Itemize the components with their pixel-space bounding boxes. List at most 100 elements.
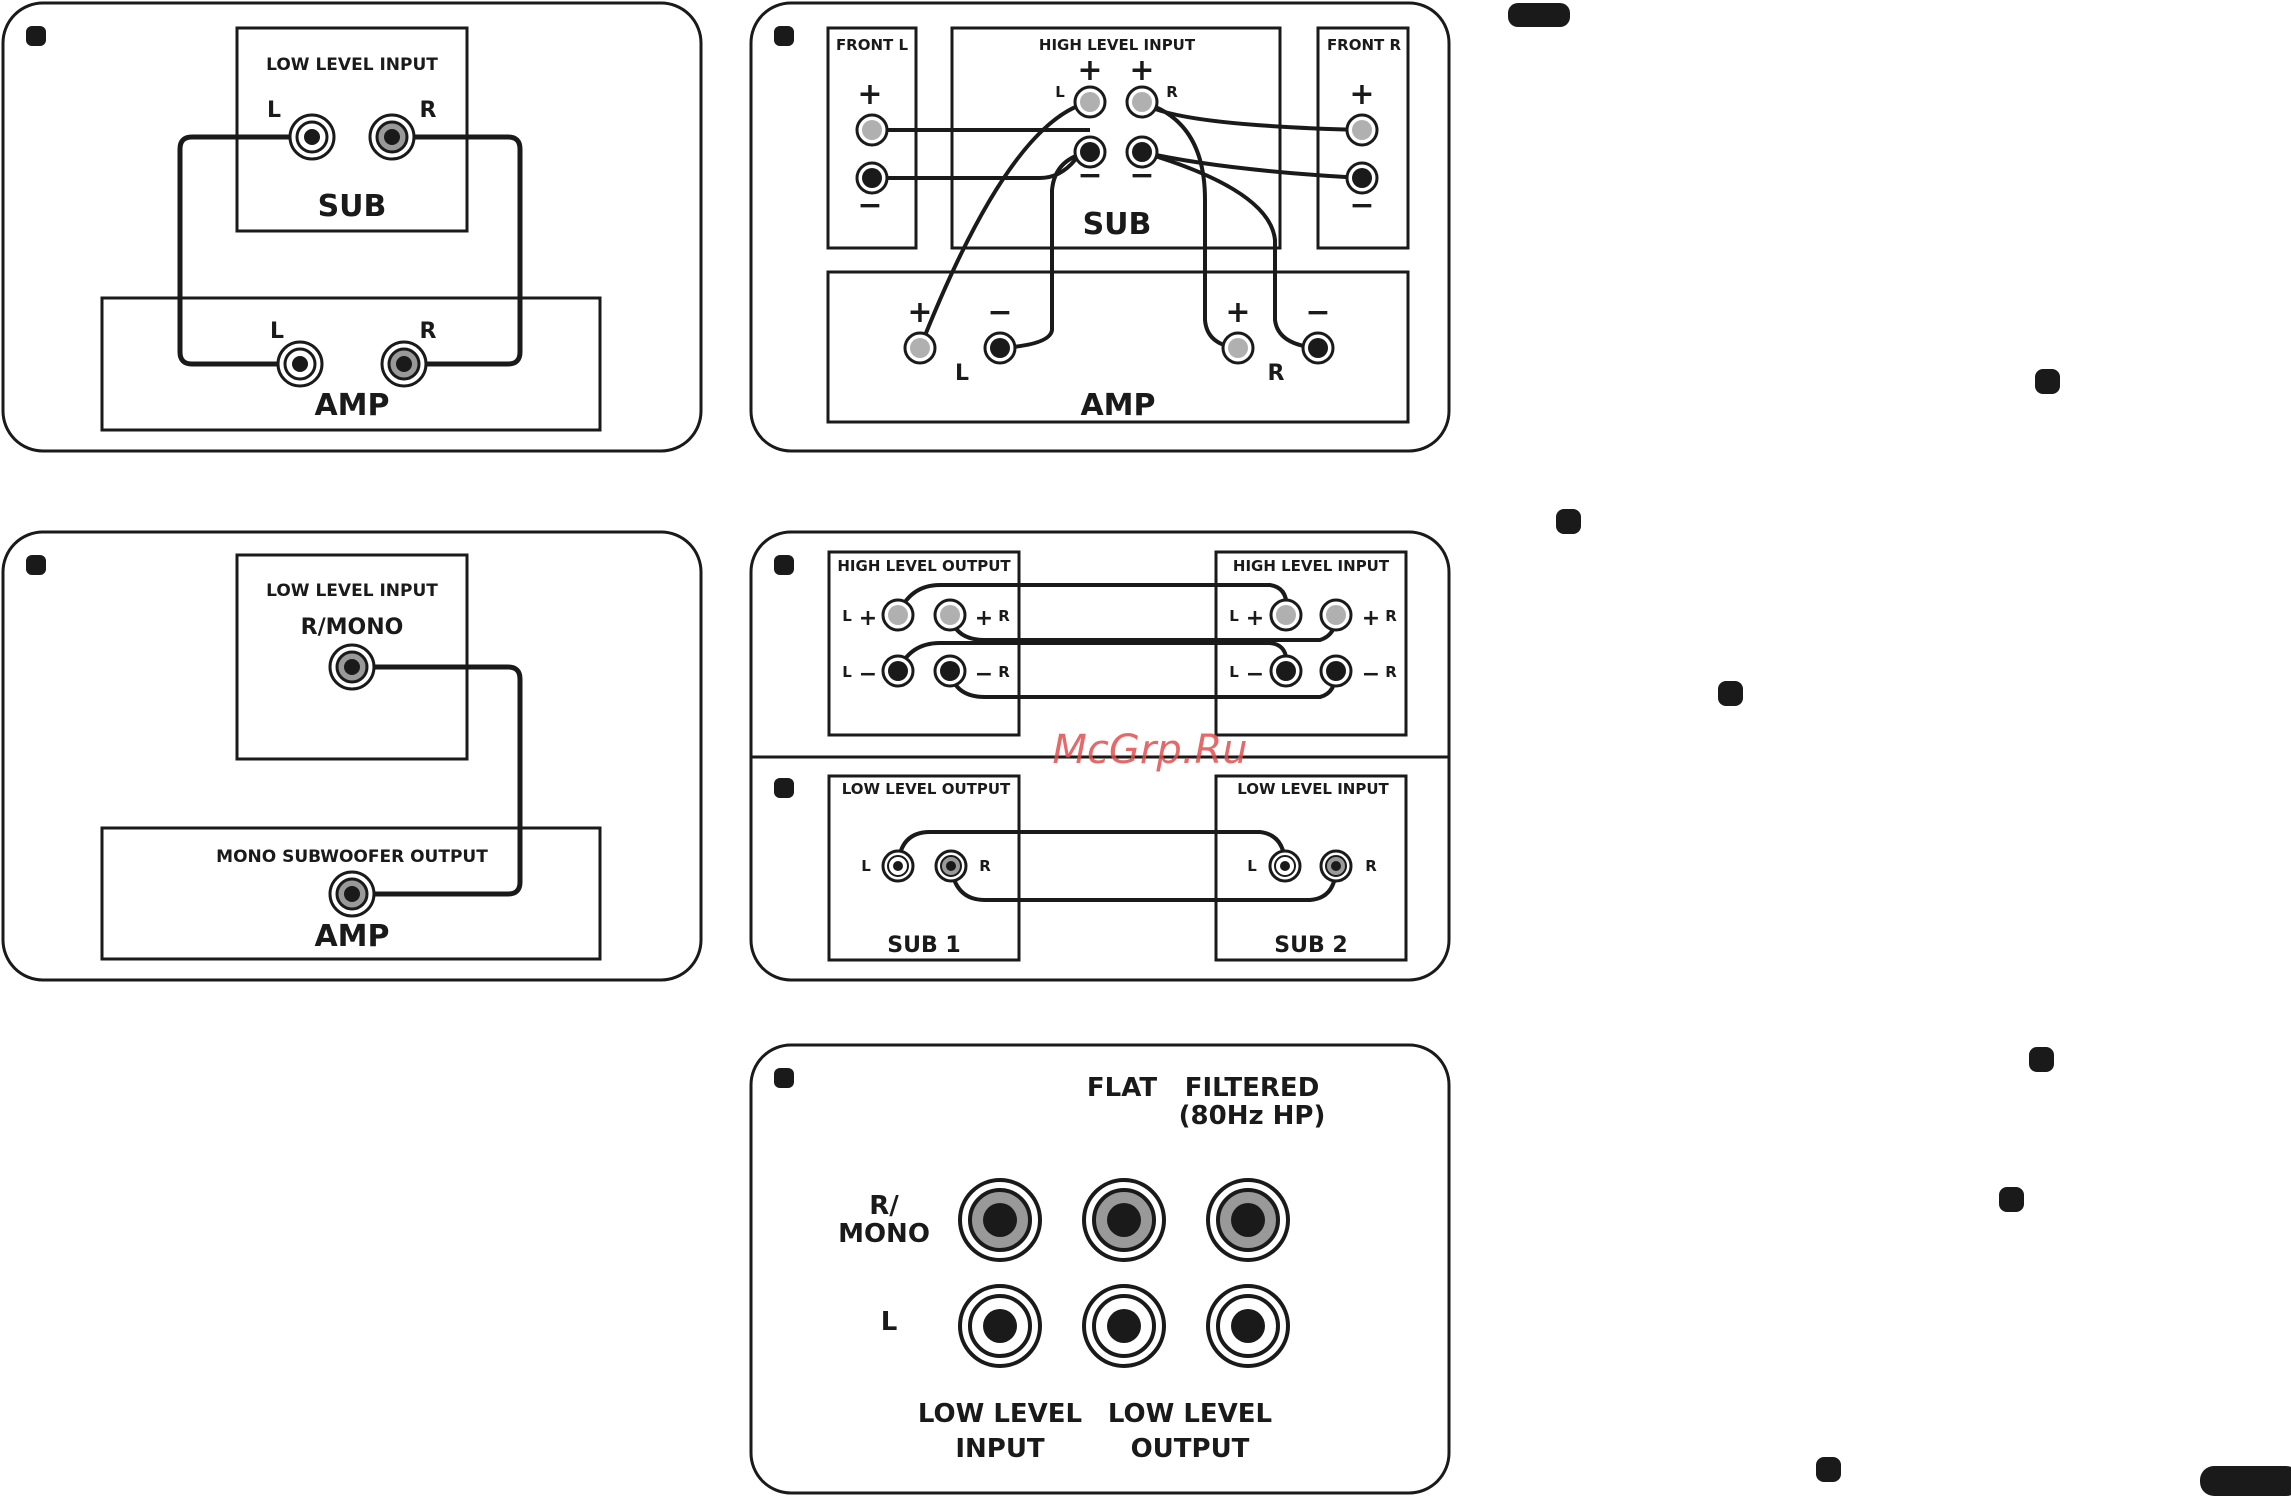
low-level-wires — [896, 830, 1338, 902]
low-level-input-box — [1214, 774, 1408, 962]
amp-r-minus-terminal — [1301, 331, 1335, 365]
out-l-plus-sign: + — [859, 606, 877, 631]
amp-l-plus-terminal — [903, 331, 937, 365]
low-level-input-label: LOW LEVEL INPUT — [1237, 780, 1389, 798]
high-level-output-label: HIGH LEVEL OUTPUT — [837, 557, 1011, 575]
r-mono-label-line1: R/ — [869, 1191, 899, 1221]
out-r-minus-terminal — [933, 654, 967, 688]
panel-frame — [1, 1, 703, 453]
high-level-input-label: HIGH LEVEL INPUT — [1233, 557, 1390, 575]
watermark: McGrp.Ru — [1052, 727, 1247, 773]
amp-left-label: L — [270, 319, 284, 344]
front-l-plus-terminal — [855, 113, 889, 147]
panel-mono-sub-output: LOW LEVEL INPUT R/MONO MONO SUBWOOFER OU… — [1, 530, 703, 982]
front-l-minus-terminal — [855, 161, 889, 195]
amp-left-rca-jack — [276, 340, 324, 388]
marker-dot — [1556, 509, 1581, 534]
panel-frame — [749, 1043, 1451, 1495]
input-r-mono-rca-jack — [958, 1178, 1042, 1262]
mono-cable — [352, 664, 523, 897]
marker-dot — [26, 555, 46, 575]
mono-sub-output-label: MONO SUBWOOFER OUTPUT — [216, 847, 488, 867]
low-level-output-label: LOW LEVEL OUTPUT — [842, 780, 1011, 798]
high-level-wires — [896, 583, 1338, 699]
right-label: R — [420, 98, 437, 123]
out-r-plus-r: R — [998, 607, 1010, 625]
marker-dot — [774, 26, 794, 46]
r-mono-rca-jack — [328, 643, 376, 691]
sub2-r-rca-jack — [1319, 849, 1353, 883]
sub-label: SUB — [318, 189, 387, 224]
out-r-minus-r: R — [998, 663, 1010, 681]
marker-dot — [774, 1068, 794, 1088]
right-column-markers — [1508, 3, 2291, 1496]
out-l-minus-sign: − — [859, 662, 877, 687]
in-l-plus-l: L — [1229, 607, 1239, 625]
marker-dot — [1999, 1187, 2024, 1212]
low-level-input-label-line2: INPUT — [955, 1434, 1045, 1464]
right-cable — [394, 134, 523, 367]
sub-l-plus-terminal — [1073, 85, 1107, 119]
low-level-input-label-line1: LOW LEVEL — [918, 1399, 1082, 1429]
amp-box — [100, 826, 602, 961]
in-r-plus-r: R — [1385, 607, 1397, 625]
low-level-input-label: LOW LEVEL INPUT — [266, 581, 438, 601]
marker-dot — [774, 778, 794, 798]
sub2-l-label: L — [1247, 857, 1257, 875]
in-r-minus-r: R — [1385, 663, 1397, 681]
front-r-minus-terminal — [1345, 161, 1379, 195]
in-l-minus-l: L — [1229, 663, 1239, 681]
sub-l-minus-terminal — [1073, 135, 1107, 169]
sub-r-label: R — [1166, 83, 1178, 101]
front-r-box — [1316, 26, 1410, 250]
marker-dot — [1718, 681, 1743, 706]
amp-l-minus: − — [987, 295, 1012, 330]
low-level-output-box — [827, 774, 1021, 962]
flat-l-rca-jack — [1082, 1284, 1166, 1368]
amp-l-minus-terminal — [983, 331, 1017, 365]
out-l-plus-terminal — [881, 598, 915, 632]
left-label: L — [881, 1307, 898, 1337]
amp-label: AMP — [314, 919, 389, 954]
filtered-hp-label: (80Hz HP) — [1179, 1101, 1326, 1131]
sub-label: SUB — [1083, 207, 1152, 242]
out-r-plus-sign: + — [975, 606, 993, 631]
front-r-label: FRONT R — [1327, 36, 1402, 54]
in-l-plus-terminal — [1269, 598, 1303, 632]
low-level-output-label-line1: LOW LEVEL — [1108, 1399, 1272, 1429]
sub1-label: SUB 1 — [887, 933, 960, 958]
sub-box — [235, 26, 469, 233]
panel-frame — [749, 1, 1451, 453]
low-level-output-label-line2: OUTPUT — [1131, 1434, 1250, 1464]
marker-dot — [2035, 369, 2060, 394]
sub1-l-label: L — [861, 857, 871, 875]
amp-label: AMP — [1080, 388, 1155, 423]
high-level-input-label: HIGH LEVEL INPUT — [1039, 36, 1196, 54]
sub1-r-label: R — [979, 857, 991, 875]
panel-sub-daisy-chain: HIGH LEVEL OUTPUT HIGH LEVEL INPUT L + +… — [749, 530, 1451, 982]
amp-r-minus: − — [1305, 295, 1330, 330]
in-l-minus-sign: − — [1246, 662, 1264, 687]
front-l-plus: + — [857, 77, 882, 112]
sub-r-plus-terminal — [1125, 85, 1159, 119]
amp-box — [826, 270, 1410, 424]
filtered-label: FILTERED — [1185, 1073, 1320, 1103]
sub1-r-rca-jack — [934, 849, 968, 883]
panel-rca-jack-layout: FLAT FILTERED (80Hz HP) R/ MONO L LOW LE… — [749, 1043, 1451, 1495]
amp-box — [100, 296, 602, 432]
filtered-l-rca-jack — [1206, 1284, 1290, 1368]
sub-r-plus: + — [1129, 53, 1154, 88]
marker-dot — [774, 555, 794, 575]
out-l-minus-terminal — [881, 654, 915, 688]
out-l-minus-l: L — [842, 663, 852, 681]
sub-right-rca-jack — [368, 113, 416, 161]
in-r-plus-terminal — [1319, 598, 1353, 632]
out-l-plus-l: L — [842, 607, 852, 625]
out-r-plus-terminal — [933, 598, 967, 632]
sub1-l-rca-jack — [881, 849, 915, 883]
amp-label: AMP — [314, 388, 389, 423]
sub2-r-label: R — [1365, 857, 1377, 875]
out-r-minus-sign: − — [975, 662, 993, 687]
front-r-plus-terminal — [1345, 113, 1379, 147]
